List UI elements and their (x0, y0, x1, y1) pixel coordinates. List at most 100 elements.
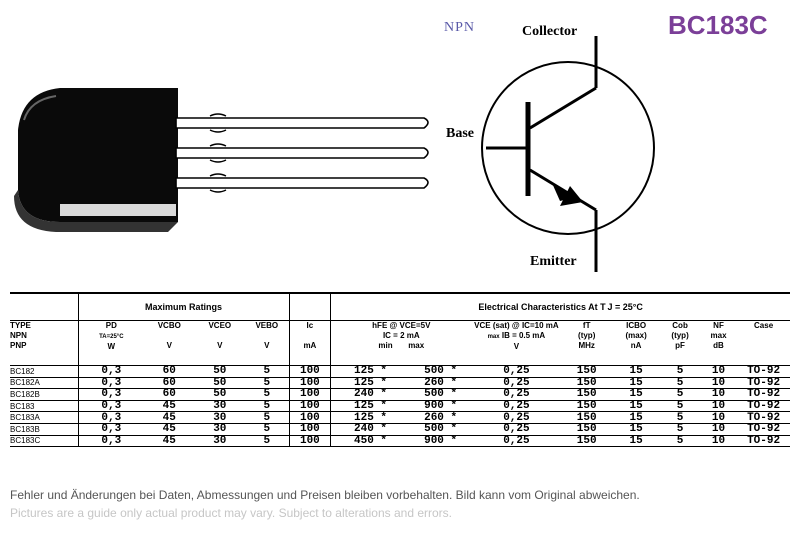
cell-vcbo: 60 (144, 377, 195, 390)
cell-pd: 0,3 (77, 400, 145, 413)
cell-cob: 5 (660, 365, 700, 378)
package-bottom-face (14, 190, 178, 232)
cell-icbo: 15 (611, 435, 661, 448)
cell-hfe-min: 125 * (330, 377, 410, 390)
cell-icbo: 15 (611, 377, 661, 390)
cell-hfe-max: 260 * (409, 411, 472, 424)
cell-ft: 150 (561, 400, 612, 413)
cell-nf: 10 (699, 365, 738, 378)
cell-hfe-min: 240 * (330, 388, 410, 401)
package-body (18, 88, 178, 222)
cell-ic: 100 (289, 423, 332, 436)
package-highlight (60, 204, 176, 216)
cell-hfe-max: 500 * (409, 423, 472, 436)
cell-vceo: 30 (194, 435, 246, 448)
disclaimer-german: Fehler und Änderungen bei Daten, Abmessu… (10, 488, 640, 502)
collector-label: Collector (522, 24, 578, 39)
cell-ic: 100 (289, 435, 332, 448)
cell-hfe-max: 900 * (409, 435, 472, 448)
elec-char-header: Electrical Characteristics At T J = 25°C (330, 292, 790, 321)
cell-pd: 0,3 (77, 411, 145, 424)
cell-nf: 10 (699, 377, 738, 390)
to92-package-drawing (14, 88, 429, 232)
cell-vceo: 30 (194, 411, 246, 424)
cell-ic: 100 (289, 400, 332, 413)
cell-vcesat: 0,25 (471, 388, 562, 401)
cell-type: BC182B (10, 388, 79, 401)
cell-cob: 5 (660, 423, 700, 436)
cell-cob: 5 (660, 377, 700, 390)
spec-table: Maximum Ratings Electrical Characteristi… (10, 292, 790, 448)
cell-ic: 100 (289, 365, 332, 378)
cell-cob: 5 (660, 388, 700, 401)
cell-icbo: 15 (611, 388, 661, 401)
cell-vcbo: 45 (144, 435, 195, 448)
cell-hfe-min: 125 * (330, 411, 410, 424)
cell-case: TO-92 (737, 377, 790, 390)
cell-nf: 10 (699, 423, 738, 436)
cell-nf: 10 (699, 388, 738, 401)
cell-type: BC183A (10, 411, 79, 424)
cell-nf: 10 (699, 400, 738, 413)
cell-vcesat: 0,25 (471, 411, 562, 424)
cell-vcesat: 0,25 (471, 423, 562, 436)
cell-hfe-max: 500 * (409, 388, 472, 401)
cell-ft: 150 (561, 377, 612, 390)
cell-cob: 5 (660, 400, 700, 413)
cell-nf: 10 (699, 435, 738, 448)
cell-case: TO-92 (737, 435, 790, 448)
cell-pd: 0,3 (77, 435, 145, 448)
cell-vcesat: 0,25 (471, 365, 562, 378)
npn-transistor-symbol (481, 36, 655, 272)
cell-vebo: 5 (245, 400, 290, 413)
cell-vcbo: 45 (144, 423, 195, 436)
polarity-label: NPN (444, 20, 476, 35)
cell-vcesat: 0,25 (471, 400, 562, 413)
cell-icbo: 15 (611, 411, 661, 424)
cell-hfe-min: 125 * (330, 365, 410, 378)
cell-vcbo: 60 (144, 388, 195, 401)
cell-ft: 150 (561, 411, 612, 424)
cell-vcbo: 60 (144, 365, 195, 378)
cell-type: BC183C (10, 435, 79, 448)
cell-vebo: 5 (245, 411, 290, 424)
cell-vceo: 50 (194, 388, 246, 401)
cell-vcbo: 45 (144, 411, 195, 424)
cell-case: TO-92 (737, 411, 790, 424)
cell-hfe-max: 500 * (409, 365, 472, 378)
cell-pd: 0,3 (77, 377, 145, 390)
cell-vceo: 50 (194, 377, 246, 390)
cell-vcesat: 0,25 (471, 435, 562, 448)
cell-nf: 10 (699, 411, 738, 424)
cell-ft: 150 (561, 423, 612, 436)
cell-vebo: 5 (245, 377, 290, 390)
collector-line (529, 86, 597, 130)
package-leads (175, 117, 429, 189)
cell-hfe-min: 450 * (330, 435, 410, 448)
cell-pd: 0,3 (77, 365, 145, 378)
cell-vebo: 5 (245, 423, 290, 436)
cell-cob: 5 (660, 411, 700, 424)
disclaimer-english: Pictures are a guide only actual product… (10, 506, 453, 520)
col-cob: Cob(typ)pF (660, 320, 700, 366)
cell-type: BC183B (10, 423, 79, 436)
cell-ic: 100 (289, 388, 332, 401)
cell-vceo: 30 (194, 400, 246, 413)
cell-vceo: 50 (194, 365, 246, 378)
cell-icbo: 15 (611, 365, 661, 378)
cell-case: TO-92 (737, 423, 790, 436)
cell-type: BC182A (10, 377, 79, 390)
cell-ic: 100 (289, 377, 332, 390)
